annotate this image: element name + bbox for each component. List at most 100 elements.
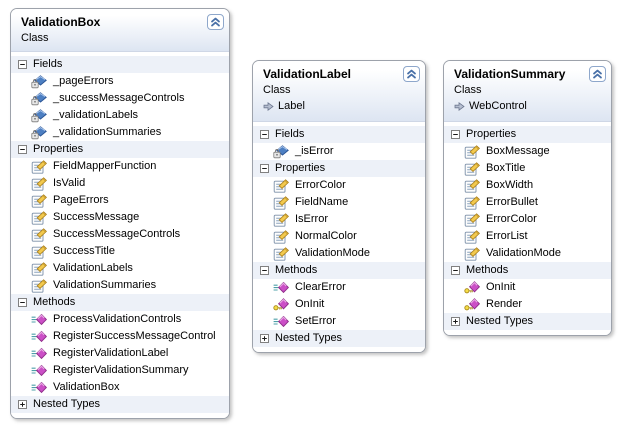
member-row[interactable]: _validationLabels: [11, 107, 229, 124]
section-header-properties[interactable]: Properties: [444, 126, 611, 143]
section-header-properties[interactable]: Properties: [253, 160, 425, 177]
section-label: Fields: [33, 58, 63, 70]
member-row[interactable]: SuccessTitle: [11, 243, 229, 260]
public-property-icon: [464, 212, 480, 227]
section-label: Nested Types: [275, 332, 343, 344]
public-property-icon: [31, 278, 47, 293]
section-label: Fields: [275, 128, 305, 140]
member-row[interactable]: BoxWidth: [444, 177, 611, 194]
public-property-icon: [273, 212, 289, 227]
private-field-icon: [31, 108, 47, 123]
member-name: ErrorList: [486, 230, 528, 242]
member-row[interactable]: _isError: [253, 143, 425, 160]
class-title: ValidationLabel: [263, 67, 352, 81]
member-name: _validationLabels: [53, 109, 139, 121]
member-row[interactable]: _successMessageControls: [11, 90, 229, 107]
member-name: ValidationLabels: [53, 262, 133, 274]
member-row[interactable]: RegisterSuccessMessageControl: [11, 328, 229, 345]
class-title: ValidationSummary: [454, 67, 566, 81]
section-label: Methods: [275, 264, 318, 276]
expander-minus-icon: [18, 145, 27, 154]
expander-minus-icon: [260, 164, 269, 173]
class-body: Fields _pageErrors _successMessageControls…: [11, 52, 229, 418]
public-property-icon: [31, 210, 47, 225]
member-row[interactable]: ValidationSummaries: [11, 277, 229, 294]
member-row[interactable]: RegisterValidationLabel: [11, 345, 229, 362]
member-row[interactable]: ValidationMode: [444, 245, 611, 262]
member-name: _pageErrors: [53, 75, 114, 87]
public-property-icon: [464, 229, 480, 244]
section-header-nested-types[interactable]: Nested Types: [253, 330, 425, 347]
member-row[interactable]: ProcessValidationControls: [11, 311, 229, 328]
section-header-nested-types[interactable]: Nested Types: [444, 313, 611, 330]
member-row[interactable]: SuccessMessageControls: [11, 226, 229, 243]
member-row[interactable]: BoxMessage: [444, 143, 611, 160]
public-method-icon: [31, 364, 47, 378]
member-row[interactable]: ErrorColor: [253, 177, 425, 194]
base-type-name: WebControl: [469, 100, 527, 112]
section-label: Properties: [33, 143, 84, 155]
member-row[interactable]: BoxTitle: [444, 160, 611, 177]
section-header-fields[interactable]: Fields: [253, 126, 425, 143]
member-row[interactable]: ValidationLabels: [11, 260, 229, 277]
member-row[interactable]: OnInit: [253, 296, 425, 313]
member-name: ValidationMode: [486, 247, 562, 259]
class-kind: Class: [21, 32, 49, 44]
section-header-fields[interactable]: Fields: [11, 56, 229, 73]
member-row[interactable]: SuccessMessage: [11, 209, 229, 226]
member-row[interactable]: ValidationMode: [253, 245, 425, 262]
section-header-methods[interactable]: Methods: [444, 262, 611, 279]
member-row[interactable]: NormalColor: [253, 228, 425, 245]
member-row[interactable]: SetError: [253, 313, 425, 330]
public-property-icon: [464, 246, 480, 261]
member-name: OnInit: [486, 281, 516, 293]
member-name: ClearError: [295, 281, 346, 293]
member-row[interactable]: ErrorBullet: [444, 194, 611, 211]
member-row[interactable]: FieldMapperFunction: [11, 158, 229, 175]
section-label: Methods: [466, 264, 509, 276]
member-row[interactable]: PageErrors: [11, 192, 229, 209]
class-kind: Class: [454, 84, 482, 96]
member-row[interactable]: ErrorColor: [444, 211, 611, 228]
member-name: IsError: [295, 213, 328, 225]
member-row[interactable]: FieldName: [253, 194, 425, 211]
section-header-properties[interactable]: Properties: [11, 141, 229, 158]
member-row[interactable]: _validationSummaries: [11, 124, 229, 141]
member-name: ErrorBullet: [486, 196, 538, 208]
member-name: ErrorColor: [295, 179, 346, 191]
member-row[interactable]: OnInit: [444, 279, 611, 296]
collapse-button[interactable]: [207, 14, 224, 30]
member-row[interactable]: Render: [444, 296, 611, 313]
public-method-icon: [31, 381, 47, 395]
member-row[interactable]: ValidationBox: [11, 379, 229, 396]
member-name: RegisterSuccessMessageControl: [53, 330, 216, 342]
section-header-nested-types[interactable]: Nested Types: [11, 396, 229, 413]
member-row[interactable]: ErrorList: [444, 228, 611, 245]
member-row[interactable]: RegisterValidationSummary: [11, 362, 229, 379]
member-name: SetError: [295, 315, 336, 327]
public-property-icon: [273, 195, 289, 210]
expander-minus-icon: [260, 130, 269, 139]
protected-method-icon: [273, 297, 289, 312]
member-row[interactable]: ClearError: [253, 279, 425, 296]
section-header-methods[interactable]: Methods: [11, 294, 229, 311]
collapse-button[interactable]: [403, 66, 420, 82]
collapse-chevrons-icon: [592, 67, 603, 82]
member-row[interactable]: IsError: [253, 211, 425, 228]
member-name: RegisterValidationLabel: [53, 347, 169, 359]
member-name: FieldName: [295, 196, 349, 208]
expander-plus-icon: [260, 334, 269, 343]
collapse-button[interactable]: [589, 66, 606, 82]
member-name: _isError: [295, 145, 334, 157]
protected-method-icon: [464, 280, 480, 295]
member-row[interactable]: _pageErrors: [11, 73, 229, 90]
member-row[interactable]: IsValid: [11, 175, 229, 192]
section-header-methods[interactable]: Methods: [253, 262, 425, 279]
